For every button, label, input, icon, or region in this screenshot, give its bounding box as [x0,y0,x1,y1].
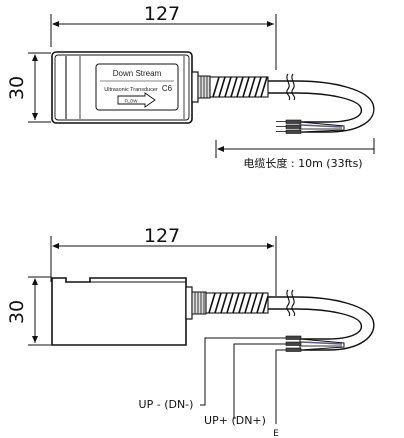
top-label-plate: Down Stream Ultrasonic Transducer C6 FLO… [95,63,179,111]
label-down-stream: Down Stream [113,69,162,78]
side-cable-gland [185,286,207,320]
side-transducer-body [51,277,187,346]
label-model: C6 [162,84,173,93]
top-width-dimension: 127 [50,3,277,70]
top-height-value: 30 [6,76,28,100]
side-width-value: 127 [144,225,180,247]
flow-arrow-icon [117,92,156,108]
wire-leaders [200,337,286,424]
top-cable-gland [191,71,211,103]
side-wire-terminals [285,335,302,352]
side-height-dimension: 30 [6,276,51,346]
label-ultrasonic-transducer: Ultrasonic Transducer [104,87,158,93]
top-height-dimension: 30 [6,52,51,123]
side-view: 127 30 [6,225,375,438]
top-spring-relief [209,76,269,98]
side-height-value: 30 [6,300,28,324]
side-width-dimension: 127 [50,225,277,296]
cable-length-dimension: 电缆长度 : 10m (33fts) [215,138,375,170]
label-flow: FLOW [125,99,139,104]
side-cable [268,289,375,351]
top-view: 127 30 Down Stream Ultrasonic Transducer… [6,3,375,170]
top-width-value: 127 [144,3,180,25]
top-cable [268,73,375,133]
side-spring-relief [205,292,269,314]
wire-label-e: E [273,429,279,438]
cable-length-label: 电缆长度 : 10m (33fts) [243,156,362,170]
top-wire-terminals [276,119,302,134]
wire-label-up-minus: UP - (DN-) [139,398,194,411]
wire-label-up-plus: UP+ (DN+) [204,414,266,427]
